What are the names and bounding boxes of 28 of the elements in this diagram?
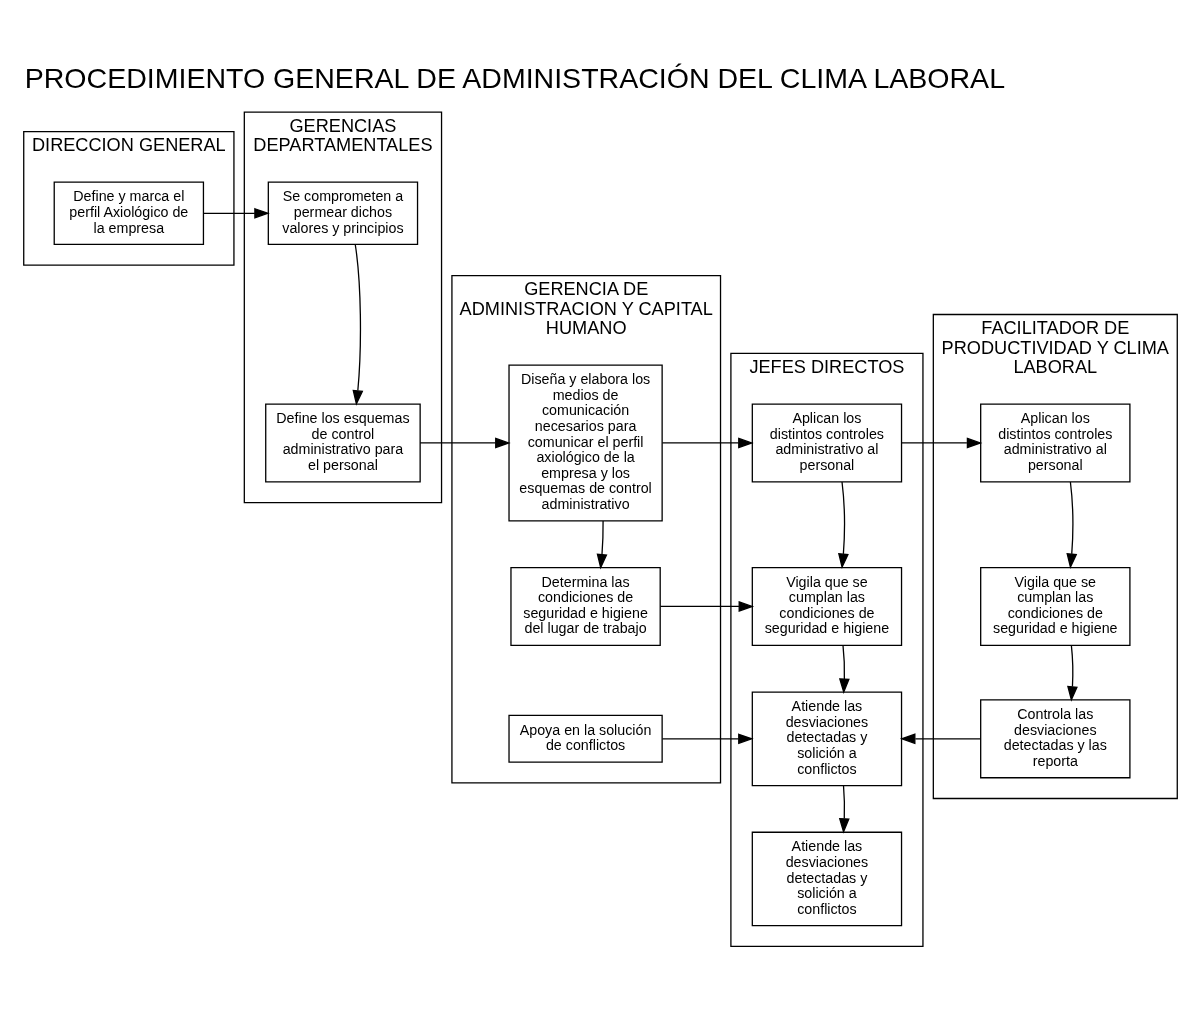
- arrow: [419, 437, 511, 448]
- arrow: [1066, 480, 1078, 569]
- arrow: [596, 519, 608, 569]
- node-box: Atiende las desviaciones detectadas y solición a conflictos: [751, 831, 903, 926]
- node-box: Vigila que se cumplan las condiciones de seguridad e higiene: [751, 566, 903, 646]
- arrow: [899, 732, 982, 744]
- arrow: [352, 243, 364, 406]
- diagram-title: PROCEDIMIENTO GENERAL DE ADMINISTRACIÓN DEL CLIMA LABORAL: [24, 61, 1006, 94]
- arrow: [661, 437, 754, 448]
- node-box: Apoya en la solución de conflictos: [508, 714, 663, 763]
- arrow: [838, 644, 850, 694]
- node-box: Atiende las desviaciones detectadas y solición a conflictos: [751, 690, 903, 786]
- arrow: [1067, 644, 1078, 702]
- node-box: Diseña y elabora los medios de comunicación necesarios para comunicar el perfil axiológico de la empresa y los esquemas de control administrativo: [508, 363, 663, 521]
- node-box: Vigila que se cumplan las condiciones de seguridad e higiene: [980, 566, 1131, 646]
- node-box: Controla las desviaciones detectadas y las reporta: [980, 698, 1131, 778]
- node-box: Define y marca el perfil Axiológico de la empresa: [53, 181, 205, 245]
- node-box: Aplican los distintos controles administrativo al personal: [980, 402, 1131, 483]
- arrow: [203, 207, 270, 219]
- node-box: Determina las condiciones de seguridad e higiene del lugar de trabajo: [510, 566, 661, 646]
- node-box: Define los esquemas de control administrativo para el personal: [265, 402, 421, 483]
- arrow: [837, 480, 849, 569]
- node-box: Aplican los distintos controles administrativo al personal: [751, 402, 903, 483]
- node-box: Se comprometen a permear dichos valores y principios: [267, 181, 419, 245]
- arrow: [838, 784, 850, 834]
- arrow: [661, 732, 754, 744]
- arrow: [901, 437, 983, 448]
- arrow: [659, 600, 755, 612]
